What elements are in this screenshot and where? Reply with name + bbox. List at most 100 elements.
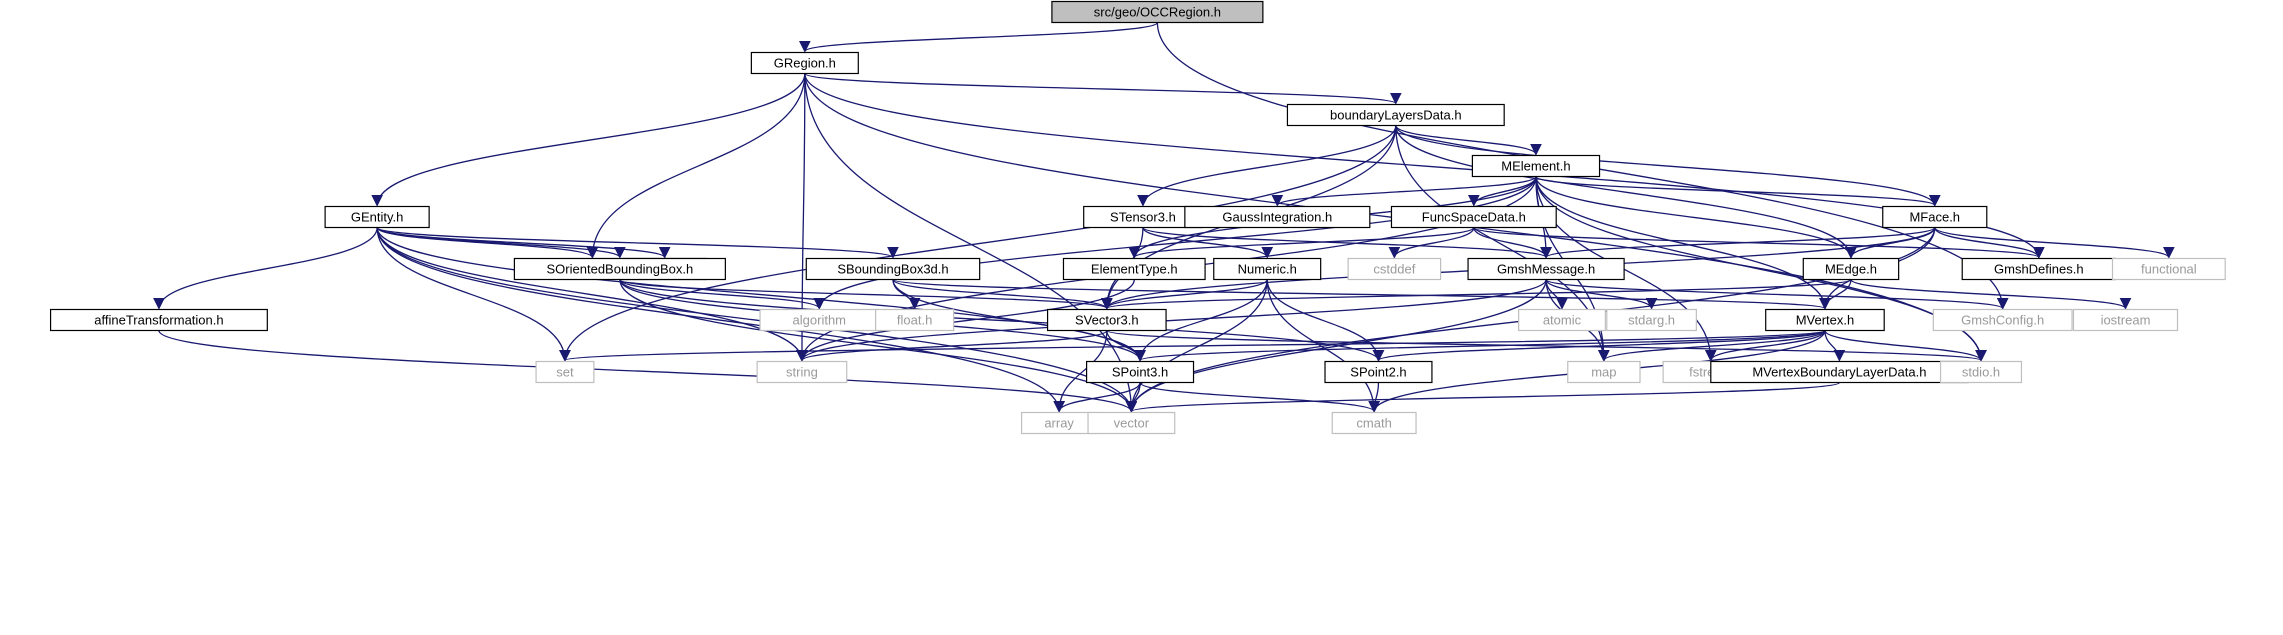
include-edge-ElementType-to-string (796, 279, 1135, 362)
include-edge-GEntity-to-set (376, 227, 571, 362)
node-label: set (556, 365, 574, 380)
graph-node-algorithm: algorithm (759, 308, 880, 332)
include-edge-MVertex-to-fstream (1705, 330, 1826, 362)
include-edge-Numeric-to-SPoint3 (1134, 279, 1268, 362)
node-box (1765, 308, 1885, 332)
node-label: SPoint2.h (1350, 365, 1406, 380)
graph-node-GaussIntegration[interactable]: GaussIntegration.h (1184, 205, 1371, 229)
graph-node-GmshDefines[interactable]: GmshDefines.h (1961, 257, 2116, 281)
graph-node-GRegion[interactable]: GRegion.h (750, 51, 859, 75)
node-box (1046, 308, 1167, 332)
graph-node-functional: functional (2111, 257, 2226, 281)
include-edge-MVertex-to-MVertexBoundaryLayerData (1824, 330, 1846, 362)
graph-node-Numeric[interactable]: Numeric.h (1213, 257, 1322, 281)
node-box (1087, 411, 1176, 435)
graph-node-MElement[interactable]: MElement.h (1471, 154, 1601, 178)
include-edge-Numeric-to-SVector3 (1101, 278, 1268, 310)
include-edge-GRegion-to-list (586, 73, 806, 259)
include-edge-MFace-to-functional (1934, 226, 2175, 259)
node-box (1051, 0, 1264, 24)
graph-node-FuncSpaceData[interactable]: FuncSpaceData.h (1390, 205, 1557, 229)
include-edge-GEntity-to-vector (376, 227, 1138, 413)
graph-node-atomic: atomic (1518, 308, 1606, 332)
node-label: GRegion.h (774, 56, 836, 71)
graph-node-SVector3[interactable]: SVector3.h (1046, 308, 1167, 332)
graph-node-MVertexBoundaryLayerData[interactable]: MVertexBoundaryLayerData.h (1710, 360, 1969, 384)
include-edge-GRegion-to-GmshDefines (804, 73, 2045, 259)
node-label: boundaryLayersData.h (1330, 108, 1462, 123)
graph-node-MFace[interactable]: MFace.h (1882, 205, 1988, 229)
include-edge-SOrientedBoundingBox-to-vector (619, 279, 1138, 413)
include-edge-MEdge-to-SVector3 (1101, 278, 1852, 310)
node-box (1347, 257, 1442, 281)
node-label: Numeric.h (1238, 262, 1297, 277)
graph-node-set: set (535, 360, 595, 384)
node-label: SVector3.h (1075, 313, 1139, 328)
graph-node-array: array (1020, 411, 1098, 435)
include-edge-FuncSpaceData-to-cstddef (1388, 227, 1475, 259)
node-label: GmshDefines.h (1994, 262, 2084, 277)
include-edge-SVector3-to-string (796, 329, 1108, 362)
node-label: float.h (897, 313, 932, 328)
include-edge-GRegion-to-boundaryLayersData (804, 72, 1402, 105)
include-edge-boundaryLayersData-to-MFace (1395, 125, 1941, 207)
graph-node-STensor3[interactable]: STensor3.h (1083, 205, 1203, 229)
include-edge-MVertex-to-set (560, 329, 1826, 362)
node-label: ElementType.h (1091, 262, 1178, 277)
include-edge-SOrientedBoundingBox-to-SPoint2 (619, 279, 1385, 362)
node-box (324, 205, 430, 229)
include-edge-GmshMessage-to-GmshConfig (1545, 278, 2009, 310)
node-label: MVertex.h (1796, 313, 1855, 328)
graph-node-SPoint3[interactable]: SPoint3.h (1085, 360, 1195, 384)
node-label: algorithm (793, 313, 846, 328)
graph-node-float: float.h (875, 308, 955, 332)
include-edge-boundaryLayersData-to-MEdge (1395, 125, 1857, 259)
node-box (1390, 205, 1557, 229)
node-label: affineTransformation.h (94, 313, 223, 328)
node-box (1213, 257, 1322, 281)
node-box (513, 257, 726, 281)
include-edge-GRegion-to-GEntity (371, 73, 806, 207)
node-box (2072, 308, 2179, 332)
node-box (1802, 257, 1900, 281)
node-box (1932, 308, 2073, 332)
graph-node-SPoint2[interactable]: SPoint2.h (1324, 360, 1433, 384)
include-edge-GEntity-to-SPoint3 (376, 227, 1146, 362)
node-label: cstddef (1373, 262, 1415, 277)
node-box (49, 308, 268, 332)
graph-node-ElementType[interactable]: ElementType.h (1062, 257, 1206, 281)
node-box (1324, 360, 1433, 384)
graph-node-affineTransformation[interactable]: affineTransformation.h (49, 308, 268, 332)
graph-node-SOrientedBoundingBox[interactable]: SOrientedBoundingBox.h (513, 257, 726, 281)
node-box (2111, 257, 2226, 281)
node-label: src/geo/OCCRegion.h (1094, 5, 1221, 20)
node-label: cmath (1356, 416, 1391, 431)
node-label: stdio.h (1962, 365, 2000, 380)
include-edge-SVector3-to-array (1053, 330, 1108, 413)
graph-node-boundaryLayersData[interactable]: boundaryLayersData.h (1286, 103, 1505, 127)
include-edge-GRegion-to-vector (804, 73, 1138, 413)
node-label: atomic (1543, 313, 1582, 328)
graph-node-GmshMessage[interactable]: GmshMessage.h (1467, 257, 1625, 281)
graph-node-MVertex[interactable]: MVertex.h (1765, 308, 1885, 332)
graph-node-MEdge[interactable]: MEdge.h (1802, 257, 1900, 281)
node-box (1331, 411, 1417, 435)
node-label: STensor3.h (1110, 210, 1176, 225)
graph-node-iostream: iostream (2072, 308, 2179, 332)
node-box (750, 51, 859, 75)
graph-node-SBoundingBox3d[interactable]: SBoundingBox3d.h (805, 257, 981, 281)
node-label: array (1044, 416, 1074, 431)
graph-node-GEntity[interactable]: GEntity.h (324, 205, 430, 229)
node-box (1062, 257, 1206, 281)
node-box (1606, 308, 1697, 332)
include-edge-Numeric-to-cmath (1266, 279, 1380, 413)
include-edge-MVertex-to-stdio (1824, 330, 1987, 362)
include-edge-MVertex-to-SPoint2 (1372, 329, 1826, 362)
node-label: string (786, 365, 818, 380)
include-edge-boundaryLayersData-to-MElement (1395, 125, 1542, 156)
node-label: functional (2141, 262, 2197, 277)
graph-node-OCCRegion[interactable]: src/geo/OCCRegion.h (1051, 0, 1264, 24)
node-box (1085, 360, 1195, 384)
